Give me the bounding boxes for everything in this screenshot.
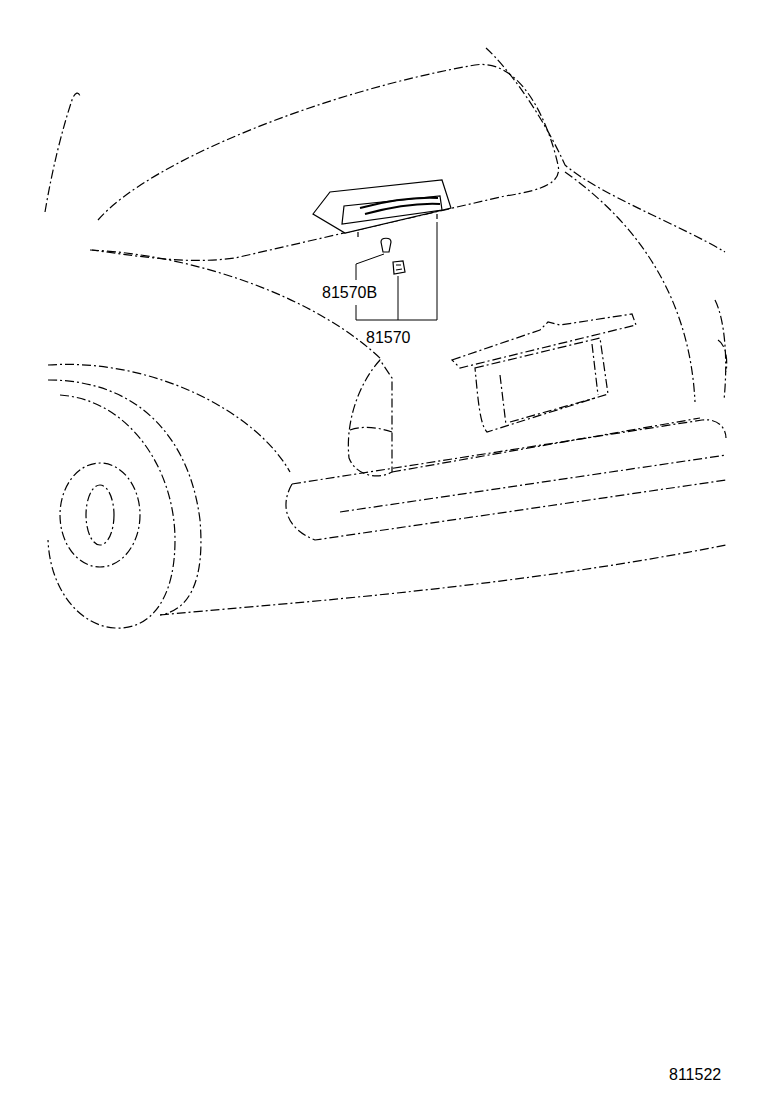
part-number: 81570 — [366, 329, 411, 347]
part-number: 81570B — [322, 284, 377, 302]
car-body — [45, 48, 727, 628]
leader-lines — [356, 222, 437, 320]
stop-lamp — [313, 180, 451, 274]
figure-number: 811522 — [669, 1066, 721, 1084]
